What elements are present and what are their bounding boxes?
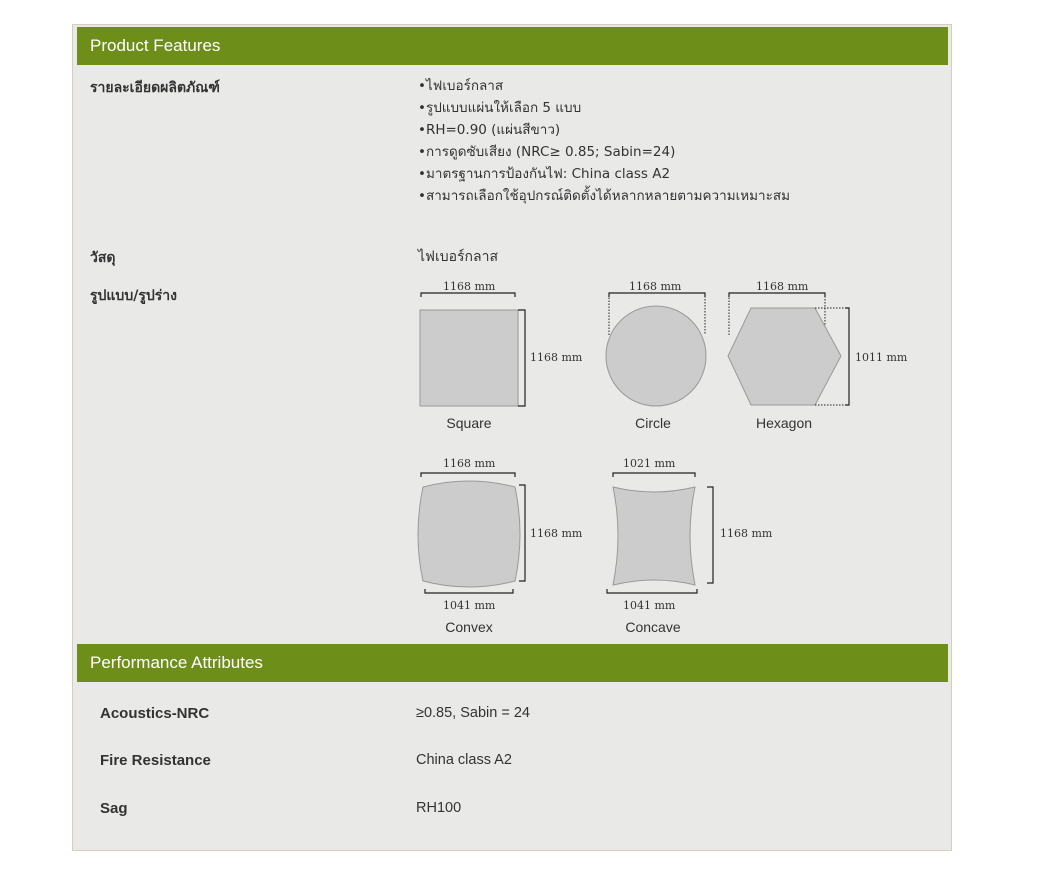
shape-diagram xyxy=(417,292,850,594)
circle-diagram xyxy=(605,292,707,407)
acoustics-value: ≥0.85, Sabin = 24 xyxy=(416,705,530,721)
sag-label: Sag xyxy=(100,800,128,817)
concave-bottom-label: 1041 mm xyxy=(623,599,676,612)
hexagon-height-label: 1011 mm xyxy=(855,351,908,364)
convex-height-label: 1168 mm xyxy=(530,527,583,540)
circle-shape xyxy=(605,305,707,407)
concave-top-label: 1021 mm xyxy=(623,457,676,470)
convex-shape xyxy=(417,480,521,588)
details-item: RH=0.90 (แผ่นสีขาว) xyxy=(418,119,790,141)
product-features-header: Product Features xyxy=(77,27,948,65)
convex-bottom-label: 1041 mm xyxy=(443,599,496,612)
hexagon-width-label: 1168 mm xyxy=(756,280,809,293)
performance-header: Performance Attributes xyxy=(77,644,948,682)
details-label: รายละเอียดผลิตภัณฑ์ xyxy=(90,80,220,96)
convex-name: Convex xyxy=(445,619,493,635)
details-item: ไฟเบอร์กลาส xyxy=(418,75,790,97)
details-item: การดูดซับเสียง (NRC≥ 0.85; Sabin=24) xyxy=(418,141,790,163)
material-label: วัสดุ xyxy=(90,250,116,266)
concave-shape xyxy=(612,486,696,586)
square-shape xyxy=(419,309,519,407)
circle-name: Circle xyxy=(635,415,671,431)
convex-top-label: 1168 mm xyxy=(443,457,496,470)
convex-diagram xyxy=(417,472,526,594)
square-width-label: 1168 mm xyxy=(443,280,496,293)
concave-name: Concave xyxy=(625,619,681,635)
acoustics-label: Acoustics-NRC xyxy=(100,705,210,722)
details-item: สามารถเลือกใช้อุปกรณ์ติดตั้งได้หลากหลายต… xyxy=(418,185,790,207)
product-panel: Product Features รายละเอียดผลิตภัณฑ์ ไฟเ… xyxy=(72,24,952,851)
concave-height-label: 1168 mm xyxy=(720,527,773,540)
circle-width-label: 1168 mm xyxy=(629,280,682,293)
details-list: ไฟเบอร์กลาส รูปแบบแผ่นให้เลือก 5 แบบ RH=… xyxy=(418,75,790,207)
concave-diagram xyxy=(606,472,714,594)
details-item: รูปแบบแผ่นให้เลือก 5 แบบ xyxy=(418,97,790,119)
square-name: Square xyxy=(446,415,492,431)
square-diagram xyxy=(419,292,526,407)
hexagon-name: Hexagon xyxy=(755,415,813,431)
hexagon-diagram xyxy=(727,292,850,406)
fire-resistance-label: Fire Resistance xyxy=(100,752,211,769)
material-value: ไฟเบอร์กลาส xyxy=(418,249,499,265)
fire-resistance-value: China class A2 xyxy=(416,752,512,768)
hexagon-shape xyxy=(727,307,842,406)
square-height-label: 1168 mm xyxy=(530,351,583,364)
details-item: มาตรฐานการป้องกันไฟ: China class A2 xyxy=(418,163,790,185)
sag-value: RH100 xyxy=(416,800,462,816)
shape-label: รูปแบบ/รูปร่าง xyxy=(90,288,177,304)
